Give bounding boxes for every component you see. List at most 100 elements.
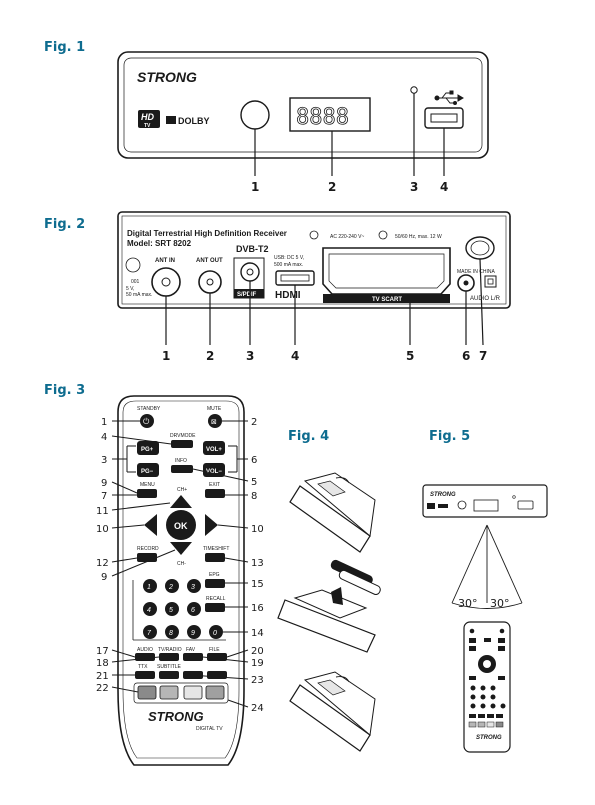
ant-power-volt: 5 V, <box>126 286 134 292</box>
standby-key <box>140 414 154 428</box>
fig3-left-callout-3: 3 <box>101 455 107 466</box>
fig3-right-callout-6: 13 <box>251 558 264 569</box>
usb-rating-2: 500 mA max. <box>274 262 303 268</box>
vol-down-label: VOL− <box>206 469 222 475</box>
menu-label: MENU <box>140 482 155 488</box>
drvmode-key <box>171 440 193 448</box>
fig3-left-callout-10: 17 <box>96 646 109 657</box>
ant-out-core <box>206 278 214 286</box>
mute-key <box>208 414 222 428</box>
menu-key <box>137 489 157 498</box>
scart-label: TV SCART <box>372 297 402 303</box>
fig3-label: Fig. 3 <box>44 383 86 398</box>
tv-radio-label: TV/RADIO <box>158 647 182 653</box>
green-key <box>159 685 179 700</box>
fig3-left-callout-8: 12 <box>96 558 109 569</box>
fig3-left-callout-7: 10 <box>96 524 109 535</box>
fig3-left-leaders <box>111 420 176 693</box>
pg-down-key <box>137 463 159 477</box>
fig3-right-leaders <box>189 420 249 708</box>
arrow-left-key <box>144 514 157 536</box>
hdmi-slot <box>280 274 310 282</box>
fig1-led-indicator <box>410 86 418 94</box>
dvb-t2-logo: DVB-T2 <box>236 244 269 254</box>
remote-brand-logo: STRONG <box>148 709 204 724</box>
fig1-callout-4: 4 <box>440 180 448 194</box>
fig3-right-callout-3: 5 <box>251 477 257 488</box>
battery-insert-step <box>277 559 381 653</box>
exit-key <box>205 489 225 498</box>
usb-icon <box>434 90 464 105</box>
epg-label: EPG <box>209 572 220 578</box>
battery-cover-close-step <box>289 671 376 752</box>
ant-power-code: 001 <box>131 279 140 285</box>
digit-key-7: 7 <box>147 630 152 637</box>
fig3-left-callout-5: 7 <box>101 491 107 502</box>
fig1-display-digits: 8888 <box>296 105 349 130</box>
fig3-left-callout-12: 21 <box>96 671 109 682</box>
fig2-callout-7: 7 <box>479 349 487 363</box>
ttx-label: TTX <box>138 664 148 670</box>
power-cable-grommet <box>465 236 495 260</box>
fig3-right-callout-7: 15 <box>251 579 264 590</box>
arrow-up-key <box>170 495 192 508</box>
timeshift-label: TIMESHIFT <box>203 546 229 552</box>
hdmi-logo: HDMI <box>275 290 301 301</box>
insert-arrow-icon <box>331 587 343 605</box>
audio-key <box>135 653 155 661</box>
fig5-angle-right: 30° <box>490 597 510 610</box>
fig3-right-callout-1: 2 <box>251 417 257 428</box>
drvmode-label: DRVMODE <box>170 433 196 439</box>
fig3-left-callout-1: 1 <box>101 417 107 428</box>
epg-key <box>205 579 225 588</box>
hd-logo-box <box>138 110 160 128</box>
timeshift-key <box>205 553 225 562</box>
vol-up-key <box>203 441 225 455</box>
fig1-brand-logo: STRONG <box>137 69 197 85</box>
mute-icon: ⊠ <box>211 418 217 426</box>
ant-in-core <box>161 277 171 287</box>
ant-out-label: ANT OUT <box>196 258 223 264</box>
ttx-key <box>135 671 155 679</box>
spdif-label-box <box>234 289 264 298</box>
fig2-label: Fig. 2 <box>44 217 86 232</box>
fig5-remote-brand: STRONG <box>476 735 502 741</box>
tv-radio-key <box>159 653 179 661</box>
hd-logo-text: HD <box>141 112 154 122</box>
info-key <box>171 465 193 473</box>
usb-rating-1: USB: DC 5 V, <box>274 255 304 261</box>
exit-label: EXIT <box>209 482 220 488</box>
fig3-right-callout-13: 24 <box>251 703 264 714</box>
battery-cover-open-step <box>289 472 376 553</box>
fig3-remote-control: STANDBY ⏻ MUTE ⊠ DRVMODE PG+ PG− VOL+ VO… <box>96 395 264 766</box>
fig3-right-callout-11: 19 <box>251 658 264 669</box>
subtitle-label: SUBTITLE <box>157 664 182 670</box>
fig5-usb-port <box>517 500 534 510</box>
fig3-left-callout-13: 22 <box>96 683 109 694</box>
fig2-rear-panel: Digital Terrestrial High Definition Rece… <box>117 211 511 363</box>
fig5-receiver-brand: STRONG <box>430 492 456 498</box>
dolby-logo-text: DOLBY <box>178 116 210 126</box>
fav-label: FAV <box>186 647 196 653</box>
fig5-display <box>473 499 499 512</box>
mute-label: MUTE <box>207 406 222 412</box>
fig1-display-frame <box>289 97 371 132</box>
fig1-callout-1: 1 <box>251 180 259 194</box>
dolby-icon <box>166 116 176 124</box>
ch-up-label: CH+ <box>177 487 187 493</box>
fig3-right-callout-12: 23 <box>251 675 264 686</box>
screw-icon <box>309 230 319 240</box>
fig1-callout-2: 2 <box>328 180 336 194</box>
fig1-callout-3: 3 <box>410 180 418 194</box>
scart-connector <box>322 247 451 295</box>
spdif-label: S/PDIF <box>237 292 257 298</box>
ch-down-label: CH- <box>177 561 186 567</box>
ok-label: OK <box>174 521 188 531</box>
yellow-key <box>183 685 203 700</box>
file-label: FILE <box>209 647 220 653</box>
fig2-callout-3: 3 <box>246 349 254 363</box>
record-key <box>137 553 157 562</box>
fig3-left-callout-2: 4 <box>101 432 107 443</box>
fig3-left-callout-11: 18 <box>96 658 109 669</box>
